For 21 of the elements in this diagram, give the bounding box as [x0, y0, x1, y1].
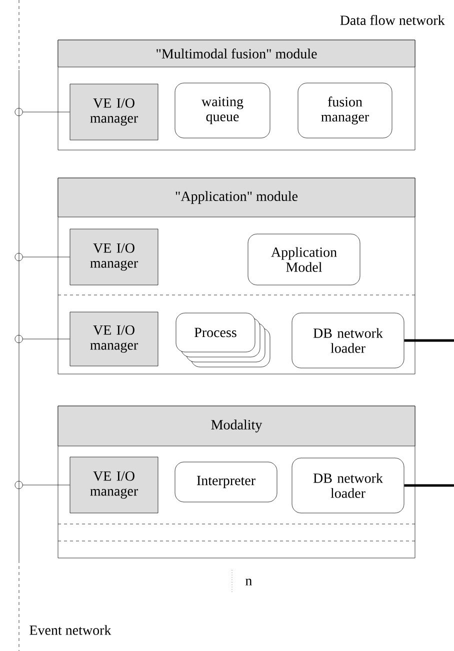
connector-line [14, 481, 70, 489]
component-box: Application Model [248, 234, 360, 286]
manager-box: VE I/O manager [70, 228, 158, 286]
connector-line [14, 253, 70, 261]
manager-box: VE I/O manager [70, 312, 158, 366]
component-box: Interpreter [174, 462, 278, 502]
connector-line [14, 335, 70, 343]
component-box: fusion manager [298, 82, 392, 138]
component-box: waiting queue [174, 82, 270, 138]
manager-box: VE I/O manager [70, 456, 158, 514]
component-box: DB network loader [292, 312, 404, 368]
caption-text: Event network [30, 625, 112, 635]
label-text: Data flow network [340, 15, 445, 25]
connector-line [404, 484, 454, 487]
component-box: DB network loader [292, 458, 404, 514]
event-bus-line [18, 0, 20, 651]
manager-box: VE I/O manager [70, 84, 158, 140]
stacked-process-box: Process [176, 312, 270, 368]
label-text: n [246, 578, 252, 586]
connector-line [404, 339, 454, 342]
connector-line [14, 108, 70, 116]
